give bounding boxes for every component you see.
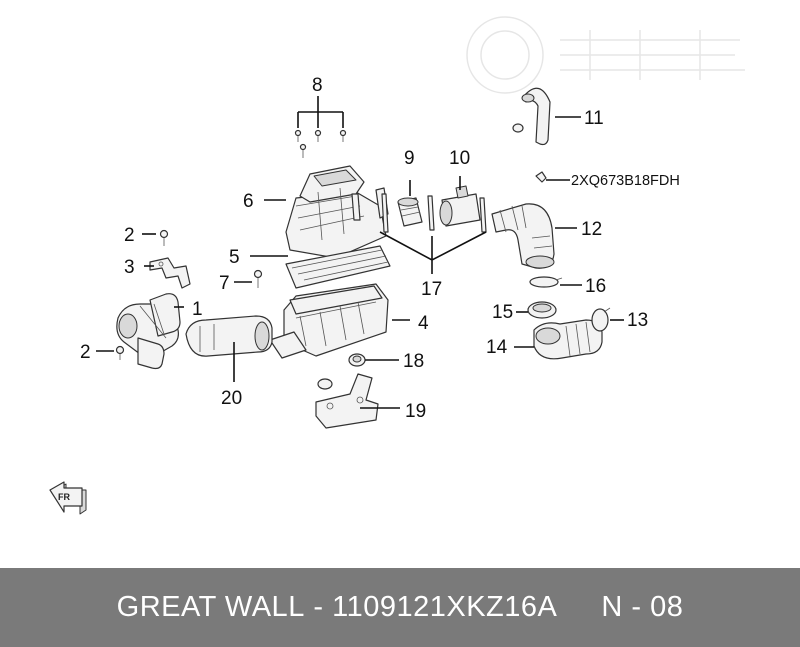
front-direction-arrow: [49, 481, 87, 515]
part-2-screw-lower: [115, 345, 125, 360]
front-direction-label: FR: [58, 492, 70, 502]
part-11-vent-hose: [512, 87, 551, 146]
part-20-inlet-duct: [185, 315, 273, 357]
part-4-airbox-base: [269, 283, 389, 359]
callout-2-upper: 2: [124, 225, 135, 246]
callout-15: 15: [492, 302, 513, 323]
part-14-outlet-hose: [533, 319, 603, 360]
footer-brand: GREAT WALL: [116, 591, 305, 623]
part-8-screws: [294, 129, 347, 158]
part-10-airflow-sensor: [439, 185, 481, 227]
callout-17: 17: [421, 279, 442, 300]
part-18-grommet: [348, 353, 366, 367]
callout-13: 13: [627, 310, 648, 331]
callout-9: 9: [404, 148, 415, 169]
callout-12: 12: [581, 219, 602, 240]
callout-10: 10: [449, 148, 470, 169]
callout-14: 14: [486, 337, 508, 358]
callout-11: 11: [584, 108, 604, 129]
callout-19: 19: [405, 401, 426, 422]
callout-20: 20: [221, 388, 242, 409]
callout-6: 6: [243, 191, 254, 212]
part-5-filter-element: [285, 245, 391, 289]
leader-lines: [96, 96, 624, 409]
part-16-hose-clamp: [529, 276, 563, 288]
part-code-label: 2XQ673B18FDH: [571, 173, 680, 189]
callout-18: 18: [403, 351, 424, 372]
part-7-screw: [253, 269, 263, 288]
part-2-screw-upper: [159, 229, 169, 246]
clip-2xq: [535, 171, 547, 183]
callout-1: 1: [192, 299, 203, 320]
part-12-intake-hose: [491, 203, 555, 269]
callout-labels: 1 2 2 3 4 5 6 7 8 9 10 11 12 13 14 15 16…: [58, 75, 680, 502]
watermark-logo: [466, 16, 745, 94]
part-6-filter-cover: [285, 165, 389, 259]
footer-separator: -: [313, 591, 324, 623]
footer-bar: GREAT WALL - 1109121XKZ16A N - 08: [0, 568, 800, 647]
footer-part-number: 1109121XKZ16A: [332, 591, 558, 623]
callout-7: 7: [219, 273, 230, 294]
callout-8: 8: [312, 75, 323, 96]
part-3-bracket: [149, 257, 191, 289]
part-1-inlet-elbow: [116, 293, 181, 370]
part-9-coupler: [397, 197, 423, 227]
part-15-seal-ring: [527, 301, 557, 319]
callout-4: 4: [418, 313, 429, 334]
part-19-mount-bracket: [315, 373, 379, 429]
callout-16: 16: [585, 276, 606, 297]
callout-3: 3: [124, 257, 135, 278]
callout-5: 5: [229, 247, 240, 268]
exploded-parts-diagram: 1 2 2 3 4 5 6 7 8 9 10 11 12 13 14 15 16…: [49, 16, 745, 515]
callout-2-lower: 2: [80, 342, 91, 363]
footer-page-code: N - 08: [601, 591, 684, 623]
part-13-hose-clamp: [591, 307, 611, 332]
part-17-clamps: [381, 193, 487, 233]
